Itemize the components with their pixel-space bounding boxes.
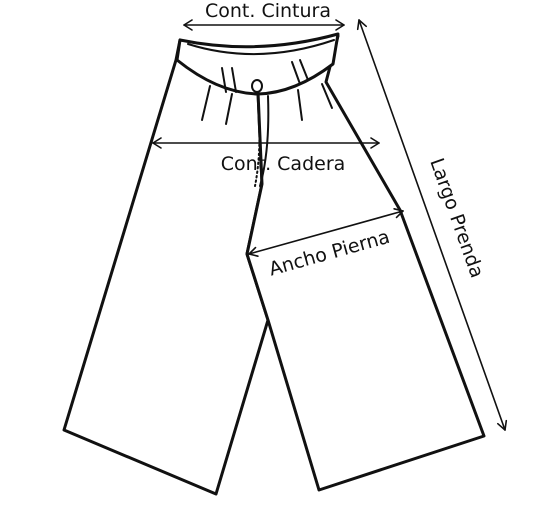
length-arrow-head-top xyxy=(356,19,368,31)
pleat-3 xyxy=(297,89,303,121)
leg-width-arrow-line xyxy=(248,210,404,255)
waist-button xyxy=(251,79,263,93)
belt-loop-right-b xyxy=(299,59,309,81)
fly-stitching xyxy=(254,103,261,187)
belt-loop-left xyxy=(221,67,227,93)
leg-width-arrow-head-left xyxy=(248,246,259,258)
length-label: Largo Prenda xyxy=(425,155,488,281)
waistband-inner-line xyxy=(187,39,335,56)
length-arrow-head-bottom xyxy=(496,419,508,431)
belt-loop-right xyxy=(291,61,301,85)
hip-label: Cont. Cadera xyxy=(221,153,346,175)
waist-arrow-head-left xyxy=(183,19,193,31)
leg-width-arrow-head-right xyxy=(393,208,404,219)
left-leg xyxy=(62,38,270,496)
fly-line xyxy=(259,95,270,187)
pleat-4 xyxy=(321,83,333,109)
waist-label: Cont. Cintura xyxy=(205,0,331,22)
hip-arrow-head-right xyxy=(370,137,380,149)
pleat-2 xyxy=(225,93,233,125)
belt-loop-left-b xyxy=(231,67,237,93)
length-arrow-line xyxy=(358,19,506,431)
pleat-1 xyxy=(201,85,211,121)
right-leg xyxy=(245,34,486,492)
pants-drawing xyxy=(62,32,486,496)
hip-arrow-head-left xyxy=(152,137,162,149)
waist-arrow-head-right xyxy=(335,19,345,31)
measurement-arrows xyxy=(152,19,508,431)
